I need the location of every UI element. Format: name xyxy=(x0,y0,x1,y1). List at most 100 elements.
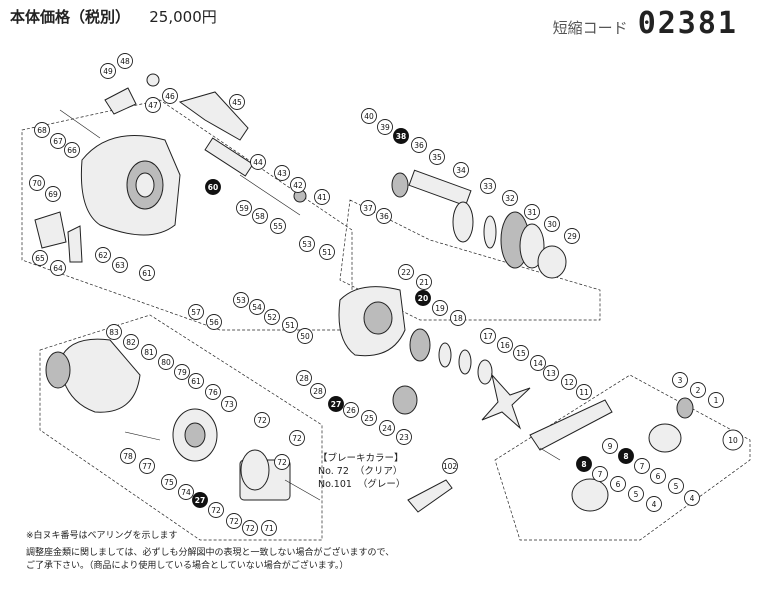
part-label-text: 54 xyxy=(252,303,262,312)
part-label-text: 30 xyxy=(547,220,557,229)
part-label-text: 65 xyxy=(35,254,45,263)
part-label-text: 63 xyxy=(115,261,125,270)
part-label-text: 72 xyxy=(292,434,302,443)
part-label-1: 1 xyxy=(708,392,724,408)
part-label-36: 36 xyxy=(411,137,427,153)
part-label-text: 28 xyxy=(313,387,323,396)
part-label-8: 8 xyxy=(618,448,634,464)
part-label-text: 32 xyxy=(505,194,515,203)
part-label-text: 9 xyxy=(608,442,613,451)
part-label-49: 49 xyxy=(100,63,116,79)
brake-no: No.101 xyxy=(318,479,352,490)
part-label-text: 22 xyxy=(401,268,411,277)
part-label-text: 81 xyxy=(144,348,154,357)
part-label-33: 33 xyxy=(480,178,496,194)
part-label-16: 16 xyxy=(497,337,513,353)
part-label-81: 81 xyxy=(141,344,157,360)
part-label-text: 34 xyxy=(456,166,466,175)
part-label-text: 46 xyxy=(165,92,175,101)
part-label-text: 19 xyxy=(435,304,445,313)
part-label-40: 40 xyxy=(361,108,377,124)
brake-color-row: No.101 （グレー） xyxy=(318,478,405,491)
part-label-text: 43 xyxy=(277,169,287,178)
part-label-text: 60 xyxy=(208,183,218,192)
part-label-63: 63 xyxy=(112,257,128,273)
part-label-2: 2 xyxy=(690,382,706,398)
part-label-text: 35 xyxy=(432,153,442,162)
part-label-text: 17 xyxy=(483,332,493,341)
part-label-text: 18 xyxy=(453,314,463,323)
part-label-68: 68 xyxy=(34,122,50,138)
spool xyxy=(172,408,321,501)
part-label-text: 51 xyxy=(285,321,295,330)
part-label-30: 30 xyxy=(544,216,560,232)
part-label-19: 19 xyxy=(432,300,448,316)
part-label-71: 71 xyxy=(261,520,277,536)
part-label-text: 72 xyxy=(277,458,287,467)
part-label-text: 41 xyxy=(317,193,327,202)
part-label-25: 25 xyxy=(361,410,377,426)
level-wind xyxy=(59,109,326,216)
part-label-text: 64 xyxy=(53,264,63,273)
part-label-79: 79 xyxy=(174,364,190,380)
part-label-text: 2 xyxy=(696,386,701,395)
part-label-80: 80 xyxy=(158,354,174,370)
part-label-20: 20 xyxy=(415,290,431,306)
short-code-header: 短縮コード 02381 xyxy=(553,6,738,41)
part-label-58: 58 xyxy=(252,208,268,224)
part-label-67: 67 xyxy=(50,133,66,149)
spool-group-outline xyxy=(39,314,323,541)
part-label-text: 11 xyxy=(579,388,589,397)
part-label-18: 18 xyxy=(450,310,466,326)
part-label-10: 10 xyxy=(722,429,744,451)
part-label-77: 77 xyxy=(139,458,155,474)
part-label-text: 16 xyxy=(500,341,510,350)
part-label-text: 27 xyxy=(195,496,205,505)
part-label-43: 43 xyxy=(274,165,290,181)
adjust-note-1: 調整座金類に関しましては、必ずしも分解図中の表現と一致しない場合がございますので… xyxy=(26,548,395,558)
price-label: 本体価格（税別） xyxy=(10,8,131,26)
part-label-text: 31 xyxy=(527,208,537,217)
frame-group-outline xyxy=(21,99,353,331)
part-label-66: 66 xyxy=(64,142,80,158)
part-label-text: 59 xyxy=(239,204,249,213)
part-label-47: 47 xyxy=(145,97,161,113)
part-label-45: 45 xyxy=(229,94,245,110)
brake-no: No. 72 xyxy=(318,466,349,477)
part-label-12: 12 xyxy=(561,374,577,390)
part-label-57: 57 xyxy=(188,304,204,320)
part-label-text: 82 xyxy=(126,338,136,347)
part-label-text: 15 xyxy=(516,349,526,358)
part-label-text: 79 xyxy=(177,368,187,377)
part-label-text: 67 xyxy=(53,137,63,146)
part-label-text: 14 xyxy=(533,359,543,368)
star-drag-assembly xyxy=(392,328,531,430)
part-label-75: 75 xyxy=(161,474,177,490)
part-label-34: 34 xyxy=(453,162,469,178)
part-label-text: 53 xyxy=(236,296,246,305)
part-label-text: 10 xyxy=(728,436,738,445)
part-label-72: 72 xyxy=(226,513,242,529)
part-label-text: 102 xyxy=(443,462,458,471)
part-label-text: 7 xyxy=(598,470,603,479)
part-label-32: 32 xyxy=(502,190,518,206)
part-label-72: 72 xyxy=(242,520,258,536)
part-label-text: 72 xyxy=(229,517,239,526)
part-label-text: 1 xyxy=(714,396,719,405)
part-label-26: 26 xyxy=(343,402,359,418)
part-label-text: 4 xyxy=(652,500,657,509)
part-label-51: 51 xyxy=(319,244,335,260)
part-label-53: 53 xyxy=(299,236,315,252)
part-label-55: 55 xyxy=(270,218,286,234)
part-label-text: 53 xyxy=(302,240,312,249)
part-label-text: 5 xyxy=(674,482,679,491)
part-label-39: 39 xyxy=(377,119,393,135)
part-label-7: 7 xyxy=(592,466,608,482)
part-label-text: 72 xyxy=(211,506,221,515)
part-label-text: 77 xyxy=(142,462,152,471)
tool-102 xyxy=(407,479,453,513)
part-label-78: 78 xyxy=(120,448,136,464)
part-label-text: 36 xyxy=(414,141,424,150)
part-label-text: 72 xyxy=(257,416,267,425)
